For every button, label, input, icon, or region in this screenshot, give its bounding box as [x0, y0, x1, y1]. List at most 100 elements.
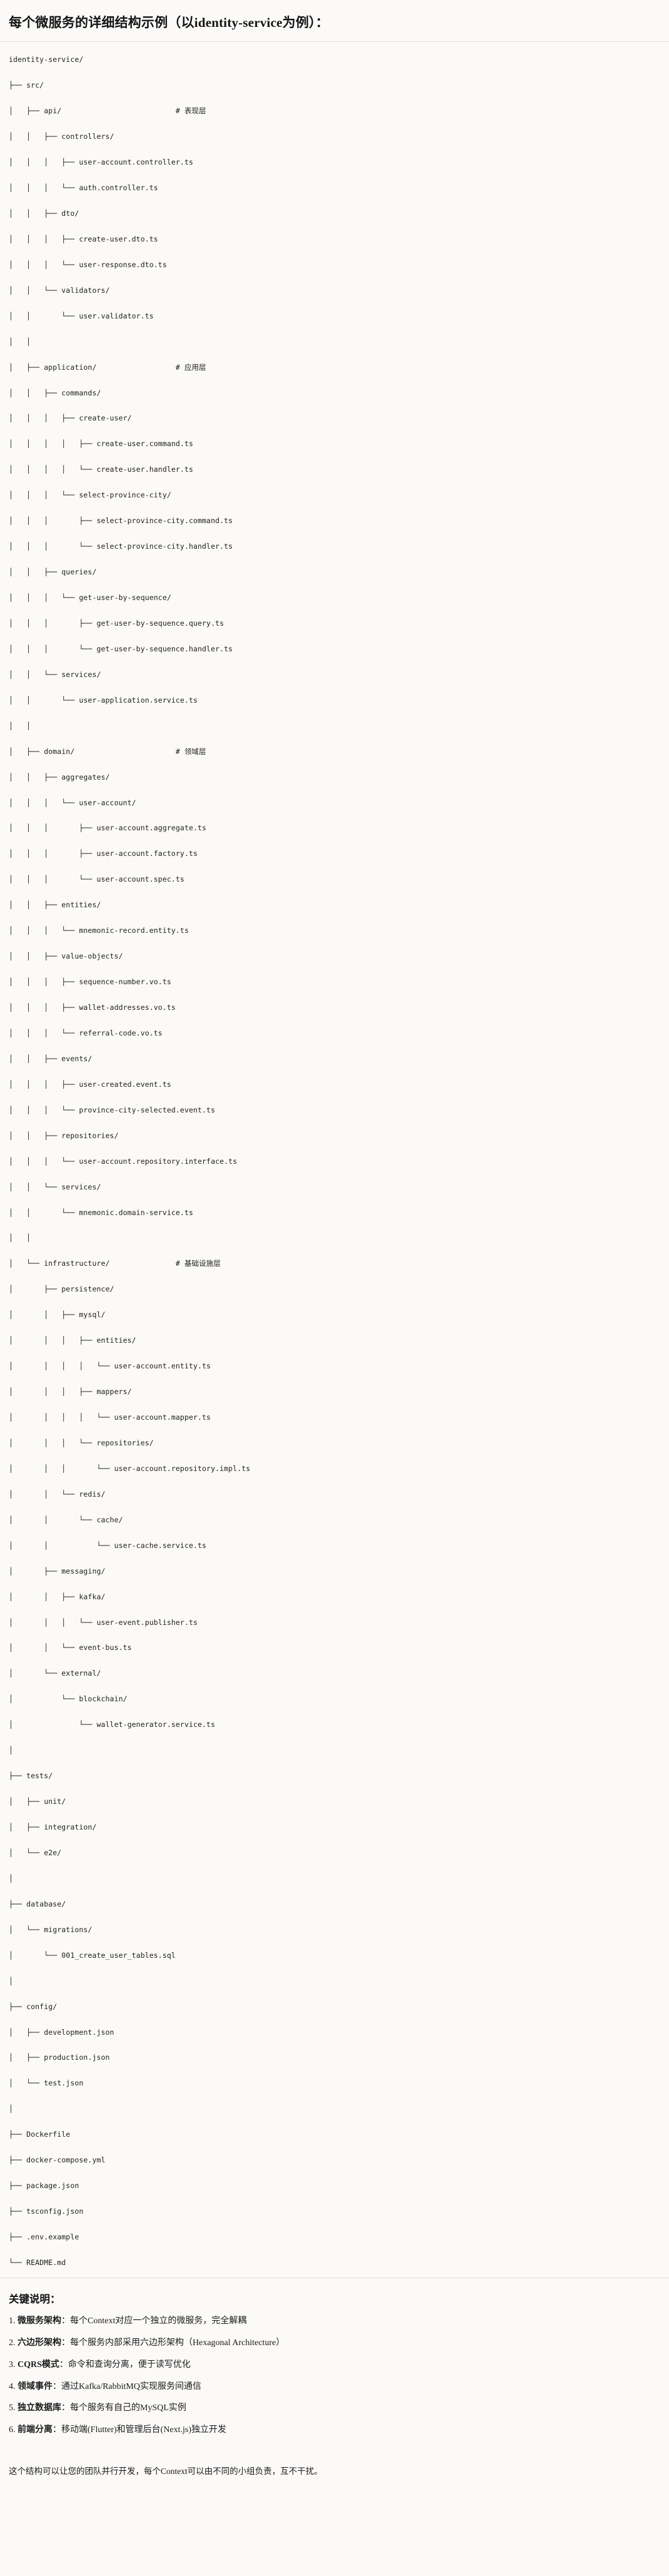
tree-row: identity-service/ — [9, 55, 84, 64]
key-note-desc: ：每个Context对应一个独立的微服务，完全解耦 — [61, 2316, 247, 2326]
tree-row: │ │ │ └── referral-code.vo.ts — [9, 1028, 163, 1037]
tree-row: │ └── external/ — [9, 1669, 101, 1678]
key-note-desc: ：命令和查询分离，便于读写优化 — [59, 2360, 191, 2370]
tree-row: │ ├── application/ # 应用层 — [9, 362, 206, 372]
tree-row: │ │ ├── mysql/ — [9, 1310, 106, 1320]
tree-row: │ │ │ └── user-account/ — [9, 798, 136, 807]
tree-row: │ │ — [9, 1233, 31, 1243]
tree-row: │ │ │ └── user-account.spec.ts — [9, 875, 184, 884]
tree-row: │ │ ├── entities/ — [9, 900, 101, 910]
tree-row: │ │ │ ├── sequence-number.vo.ts — [9, 977, 171, 987]
tree-row: │ │ │ ├── mappers/ — [9, 1387, 132, 1397]
tree-row: │ │ — [9, 721, 31, 730]
tree-row: │ │ │ ├── create-user.dto.ts — [9, 234, 158, 243]
tree-row: │ ├── persistence/ — [9, 1285, 114, 1294]
tree-row: │ ├── domain/ # 领域层 — [9, 746, 206, 756]
key-notes-list: 微服务架构：每个Context对应一个独立的微服务，完全解耦六边形架构：每个服务… — [9, 2314, 660, 2436]
tree-row: │ │ └── user-cache.service.ts — [9, 1540, 207, 1550]
tree-row: │ │ │ │ ├── create-user.command.ts — [9, 439, 193, 449]
tree-row: │ │ │ ├── wallet-addresses.vo.ts — [9, 1003, 176, 1012]
tree-row: │ │ └── user-application.service.ts — [9, 695, 198, 705]
tree-row: │ │ ├── events/ — [9, 1054, 93, 1063]
tree-row: │ │ │ ├── user-account.factory.ts — [9, 849, 198, 858]
key-note-term: 独立数据库 — [18, 2403, 61, 2413]
tree-row: ├── .env.example — [9, 2232, 79, 2242]
tree-row: │ │ │ ├── create-user/ — [9, 414, 132, 423]
key-note-item: 前端分离：移动端(Flutter)和管理后台(Next.js)独立开发 — [9, 2423, 660, 2437]
tree-row: │ │ ├── queries/ — [9, 568, 97, 577]
tree-row: │ │ └── event-bus.ts — [9, 1643, 132, 1652]
tree-row: │ ├── messaging/ — [9, 1566, 106, 1576]
tree-row: │ │ │ ├── select-province-city.command.t… — [9, 516, 233, 526]
tree-layer-comment: # 基础设施层 — [175, 1259, 221, 1268]
tree-row: │ │ │ └── user-account.repository.interf… — [9, 1156, 238, 1166]
tree-row: │ │ │ └── select-province-city/ — [9, 491, 171, 500]
tree-row: │ │ │ └── user-response.dto.ts — [9, 260, 167, 269]
key-notes-title: 关键说明： — [9, 2293, 61, 2306]
tree-row: │ — [9, 1873, 14, 1883]
tree-row: │ └── test.json — [9, 2079, 84, 2088]
tree-row: │ │ │ ├── get-user-by-sequence.query.ts — [9, 618, 224, 628]
tree-row: │ — [9, 1746, 14, 1755]
tree-row: │ │ └── services/ — [9, 669, 101, 679]
tree-row: │ ├── api/ # 表现层 — [9, 106, 206, 116]
key-note-item: 独立数据库：每个服务有自己的MySQL实例 — [9, 2401, 660, 2415]
key-note-term: 微服务架构 — [18, 2316, 61, 2326]
directory-tree-block: identity-service/ ├── src/ │ ├── api/ # … — [0, 42, 669, 2279]
tree-layer-comment: # 领域层 — [175, 746, 206, 756]
tree-row: └── README.md — [9, 2258, 66, 2267]
tree-row: │ │ │ │ └── user-account.mapper.ts — [9, 1413, 211, 1422]
key-note-term: 前端分离 — [18, 2425, 53, 2435]
key-note-desc: ：每个服务内部采用六边形架构（Hexagonal Architecture） — [61, 2338, 285, 2348]
tree-row: │ ├── unit/ — [9, 1797, 66, 1806]
tree-row: │ └── migrations/ — [9, 1925, 93, 1934]
tree-row: │ │ │ └── select-province-city.handler.t… — [9, 542, 233, 551]
page-header: 每个微服务的详细结构示例（以identity-service为例）： — [0, 0, 669, 43]
tree-row: │ │ │ └── mnemonic-record.entity.ts — [9, 926, 189, 935]
tree-row: ├── database/ — [9, 1899, 66, 1908]
tree-row: │ │ │ ├── entities/ — [9, 1336, 136, 1345]
tree-row: ├── docker-compose.yml — [9, 2156, 106, 2165]
tree-row: │ └── wallet-generator.service.ts — [9, 1720, 216, 1729]
tree-layer-comment: # 表现层 — [175, 106, 206, 116]
tree-layer-comment: # 应用层 — [175, 362, 206, 372]
key-note-desc: ：通过Kafka/RabbitMQ实现服务间通信 — [53, 2381, 201, 2391]
directory-tree: identity-service/ ├── src/ │ ├── api/ # … — [9, 53, 660, 2269]
tree-row: │ — [9, 1976, 14, 1985]
key-note-item: 领域事件：通过Kafka/RabbitMQ实现服务间通信 — [9, 2380, 660, 2394]
tree-row: │ │ ├── commands/ — [9, 388, 101, 397]
tree-row: │ │ │ └── get-user-by-sequence.handler.t… — [9, 644, 233, 653]
tree-row: │ │ └── redis/ — [9, 1489, 106, 1499]
key-note-item: 六边形架构：每个服务内部采用六边形架构（Hexagonal Architectu… — [9, 2336, 660, 2350]
key-note-term: 六边形架构 — [18, 2338, 61, 2348]
tree-row: │ │ │ │ └── user-account.entity.ts — [9, 1362, 211, 1371]
key-note-desc: ：每个服务有自己的MySQL实例 — [61, 2403, 186, 2413]
tree-row: │ — [9, 2104, 14, 2114]
tree-row: │ │ │ └── get-user-by-sequence/ — [9, 593, 171, 603]
tree-row: │ │ │ └── repositories/ — [9, 1438, 154, 1447]
tree-row: │ │ │ └── user-event.publisher.ts — [9, 1617, 198, 1627]
tree-row: │ │ │ ├── user-created.event.ts — [9, 1079, 171, 1089]
tree-row: │ │ └── validators/ — [9, 285, 110, 295]
tree-row: │ │ │ └── auth.controller.ts — [9, 183, 158, 193]
tree-row: │ ├── integration/ — [9, 1823, 97, 1832]
tree-row: ├── tsconfig.json — [9, 2207, 84, 2216]
tree-row: │ └── e2e/ — [9, 1848, 62, 1857]
page-title: 每个微服务的详细结构示例（以identity-service为例）： — [9, 15, 329, 30]
tree-row: │ │ ├── aggregates/ — [9, 772, 110, 781]
key-notes-section: 关键说明： 微服务架构：每个Context对应一个独立的微服务，完全解耦六边形架… — [0, 2278, 669, 2451]
tree-row: │ └── infrastructure/ # 基础设施层 — [9, 1259, 221, 1268]
tree-row: │ │ ├── dto/ — [9, 208, 79, 218]
tree-row: │ │ │ ├── user-account.controller.ts — [9, 158, 193, 167]
tree-row: │ └── 001_create_user_tables.sql — [9, 1950, 176, 1960]
tree-row: ├── tests/ — [9, 1771, 53, 1781]
key-note-item: CQRS模式：命令和查询分离，便于读写优化 — [9, 2358, 660, 2372]
closing-paragraph: 这个结构可以让您的团队并行开发，每个Context可以由不同的小组负责，互不干扰… — [0, 2460, 669, 2492]
tree-row: │ │ ├── controllers/ — [9, 132, 114, 141]
tree-row: │ │ └── services/ — [9, 1182, 101, 1191]
tree-row: │ │ ├── value-objects/ — [9, 952, 123, 961]
tree-row: │ ├── development.json — [9, 2027, 114, 2037]
tree-row: │ │ ├── repositories/ — [9, 1131, 119, 1140]
tree-row: │ │ └── user.validator.ts — [9, 311, 154, 320]
tree-row: ├── Dockerfile — [9, 2130, 71, 2139]
